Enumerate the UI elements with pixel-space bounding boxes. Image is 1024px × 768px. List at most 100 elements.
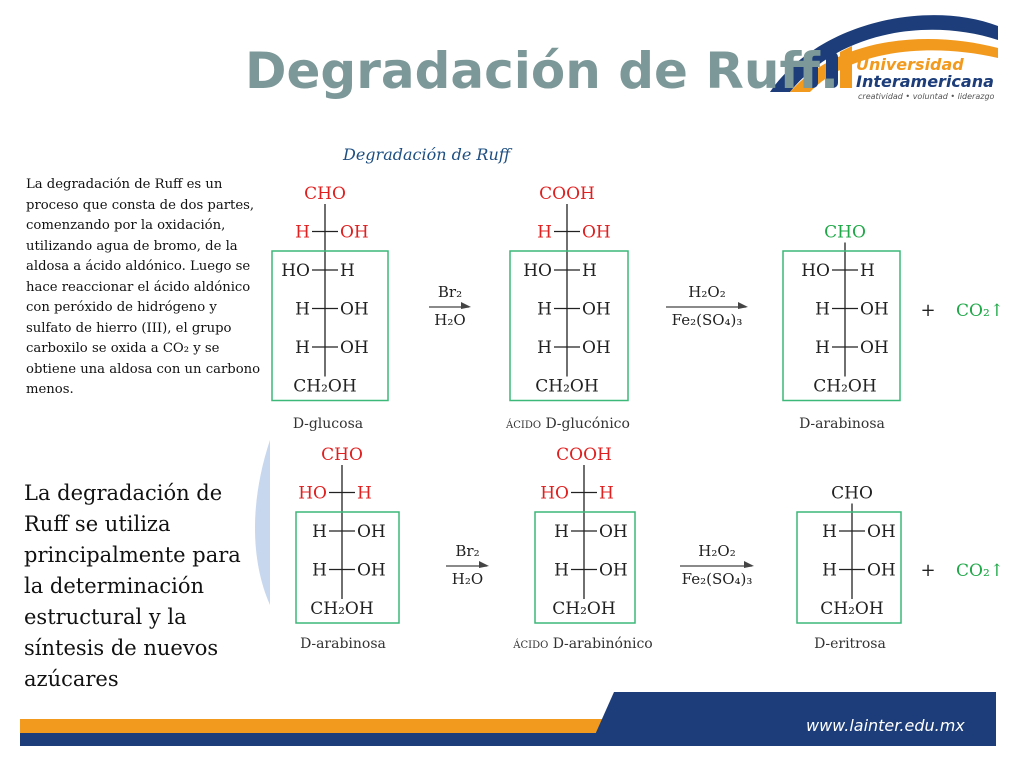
substituent-left: H: [312, 522, 327, 542]
compound-name: D-arabinosa: [799, 416, 885, 432]
substituent-right: OH: [867, 522, 896, 542]
compound-bottom-group: CH₂OH: [310, 599, 373, 619]
reaction-arrowhead: [461, 302, 471, 309]
substituent-left: H: [822, 522, 837, 542]
co2-product: CO₂↑: [956, 561, 1004, 581]
reaction-arrowhead: [479, 561, 489, 568]
compound-top-group: CHO: [824, 223, 866, 243]
substituent-right: OH: [357, 522, 386, 542]
substituent-right: H: [357, 484, 372, 504]
compound-name: D-eritrosa: [814, 636, 886, 652]
substituent-left: H: [554, 561, 569, 581]
substituent-left: H: [295, 223, 310, 243]
small-description: La degradación de Ruff es un proceso que…: [26, 177, 261, 397]
logo-mark-accent: [840, 46, 852, 88]
stereocenter-box: [271, 250, 389, 402]
compound-bottom-group: CH₂OH: [813, 377, 876, 397]
reagent-below: Fe₂(SO₄)₃: [682, 570, 753, 588]
footer-bar-orange: [20, 719, 612, 733]
compound-name-rest: -arabinosa: [810, 416, 885, 432]
logo-text-universidad: Universidad: [856, 55, 964, 74]
plus-sign: +: [920, 300, 935, 321]
substituent-right: OH: [599, 522, 628, 542]
logo-text-interamericana: Interamericana: [856, 72, 994, 91]
diagram-heading: Degradación de Ruff: [342, 145, 513, 164]
substituent-left: H: [312, 561, 327, 581]
compound-top-group: COOH: [556, 445, 612, 465]
stereocenter-box: [782, 250, 901, 402]
compound-bottom-group: CH₂OH: [535, 377, 598, 397]
substituent-left: HO: [540, 484, 569, 504]
substituent-right: OH: [860, 338, 889, 358]
substituent-right: H: [599, 484, 614, 504]
substituent-right: OH: [340, 338, 369, 358]
reagent-below: H₂O: [452, 570, 483, 588]
substituent-left: H: [554, 522, 569, 542]
compound-top-group: COOH: [539, 184, 595, 204]
reagent-below: Fe₂(SO₄)₃: [672, 311, 743, 329]
substituent-left: HO: [281, 261, 310, 281]
reagent-above: H₂O₂: [688, 283, 725, 301]
substituent-left: H: [822, 561, 837, 581]
substituent-left: HO: [801, 261, 830, 281]
stereocenter-box: [509, 250, 629, 402]
stereocenter-box: [796, 511, 902, 624]
compound-name-prefix: D: [814, 636, 825, 652]
compound-name-rest: -glucónico: [557, 416, 630, 432]
stereocenter-box: [295, 511, 400, 624]
substituent-right: OH: [340, 300, 369, 320]
substituent-left: H: [537, 223, 552, 243]
compound-name-rest: -arabinónico: [564, 636, 653, 652]
reaction-arrowhead: [744, 561, 754, 568]
substituent-right: OH: [860, 300, 889, 320]
substituent-right: H: [340, 261, 355, 281]
compound-name-prefix: D: [799, 416, 810, 432]
footer-bar-navy-left: [20, 733, 598, 746]
compound-top-group: CHO: [831, 484, 873, 504]
compound-name-rest: -arabinosa: [311, 636, 386, 652]
substituent-right: OH: [357, 561, 386, 581]
reagent-above: Br₂: [455, 542, 479, 560]
substituent-right: H: [860, 261, 875, 281]
substituent-right: OH: [582, 223, 611, 243]
compound-top-group: CHO: [304, 184, 346, 204]
co2-product: CO₂↑: [956, 301, 1004, 321]
compound-bottom-group: CH₂OH: [820, 599, 883, 619]
substituent-left: H: [537, 300, 552, 320]
compound-name: ácido D-arabinónico: [512, 636, 652, 652]
stereocenter-box: [534, 511, 636, 624]
reaction-arrowhead: [738, 302, 748, 309]
compound-name: ácido D-glucónico: [505, 416, 630, 432]
slide-title: Degradación de Ruff.: [245, 42, 839, 100]
substituent-right: OH: [340, 223, 369, 243]
substituent-right: OH: [582, 338, 611, 358]
logo-mark-right: [826, 52, 838, 88]
compound-name-prefix: D: [293, 416, 304, 432]
plus-sign: +: [920, 560, 935, 581]
substituent-right: OH: [867, 561, 896, 581]
substituent-left: H: [537, 338, 552, 358]
compound-bottom-group: CH₂OH: [293, 377, 356, 397]
compound-bottom-group: CH₂OH: [552, 599, 615, 619]
substituent-left: H: [295, 338, 310, 358]
compound-name-rest: -glucosa: [304, 416, 363, 432]
substituent-right: H: [582, 261, 597, 281]
footer-bar-navy-right: [590, 692, 996, 746]
compound-name: D-arabinosa: [300, 636, 386, 652]
substituent-left: HO: [523, 261, 552, 281]
substituent-right: OH: [582, 300, 611, 320]
logo-mark-left: [806, 52, 818, 88]
substituent-left: HO: [298, 484, 327, 504]
compound-name-prefix: ácido D: [505, 416, 557, 432]
compound-name-rest: -eritrosa: [825, 636, 885, 652]
reagent-above: H₂O₂: [698, 542, 735, 560]
substituent-left: H: [815, 338, 830, 358]
compound-name: D-glucosa: [293, 416, 363, 432]
footer-url[interactable]: www.lainter.edu.mx: [806, 716, 965, 735]
compound-name-prefix: ácido D: [512, 636, 564, 652]
big-description: La degradación de Ruff se utiliza princi…: [24, 481, 241, 691]
substituent-left: H: [815, 300, 830, 320]
compound-top-group: CHO: [321, 445, 363, 465]
